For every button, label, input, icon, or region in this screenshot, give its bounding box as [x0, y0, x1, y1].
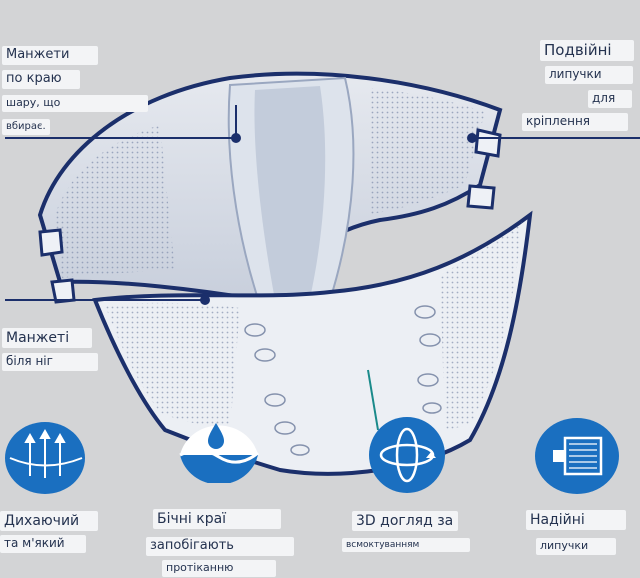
- diaper-tape-right-bottom: [466, 184, 496, 210]
- feature-3d-line1: 3D догляд за: [352, 511, 458, 532]
- diaper-dotted-left: [55, 125, 175, 278]
- callout-waist-line4: вбирає.: [2, 119, 50, 135]
- callout-tapes-line4: кріплення: [522, 113, 628, 131]
- leader-dot-waist: [231, 133, 241, 143]
- leader-dot-tapes: [467, 133, 477, 143]
- core-indicator-line: [367, 369, 379, 431]
- diaper-front-dotted: [105, 302, 240, 430]
- callout-waist-line1: Манжети: [2, 46, 98, 65]
- callout-tapes-line1: Подвійні: [540, 40, 634, 62]
- rotation-3d-icon: [369, 417, 445, 493]
- callout-tapes-line2: липучки: [545, 66, 633, 84]
- callout-waist-line3: шару, що: [2, 95, 148, 112]
- callout-waist-line2: по краю: [2, 70, 80, 89]
- feature-breathable-line2: та м'який: [0, 535, 86, 553]
- fastening-tape-icon: [535, 418, 619, 494]
- feature-reliable-line1: Надійні: [526, 510, 626, 531]
- feature-3d-line2: всмоктуванням: [342, 538, 470, 553]
- feature-side-edges-line2: запобігають: [146, 537, 294, 556]
- leader-dot-leg: [200, 295, 210, 305]
- leaf-motifs: [244, 305, 442, 456]
- water-drop-icon: [179, 423, 259, 483]
- callout-leg-line1: Манжеті: [2, 328, 92, 349]
- diaper-tape-left-top: [38, 228, 64, 257]
- feature-reliable-line2: липучки: [536, 538, 616, 555]
- diaper-dotted-right: [370, 88, 485, 214]
- diaper-tape-right-top: [474, 128, 502, 158]
- callout-leg-line2: біля ніг: [2, 353, 98, 371]
- diaper-tape-left-bottom: [50, 278, 76, 304]
- diaper-core-channel: [254, 86, 326, 300]
- callout-tapes-line3: для: [588, 90, 632, 108]
- feature-side-edges-line1: Бічні краї: [153, 509, 281, 530]
- diaper-front-dotted-right: [440, 222, 522, 430]
- feature-side-edges-line3: протіканню: [162, 560, 276, 577]
- breathable-icon: [5, 422, 85, 494]
- feature-breathable-line1: Дихаючий: [0, 511, 98, 532]
